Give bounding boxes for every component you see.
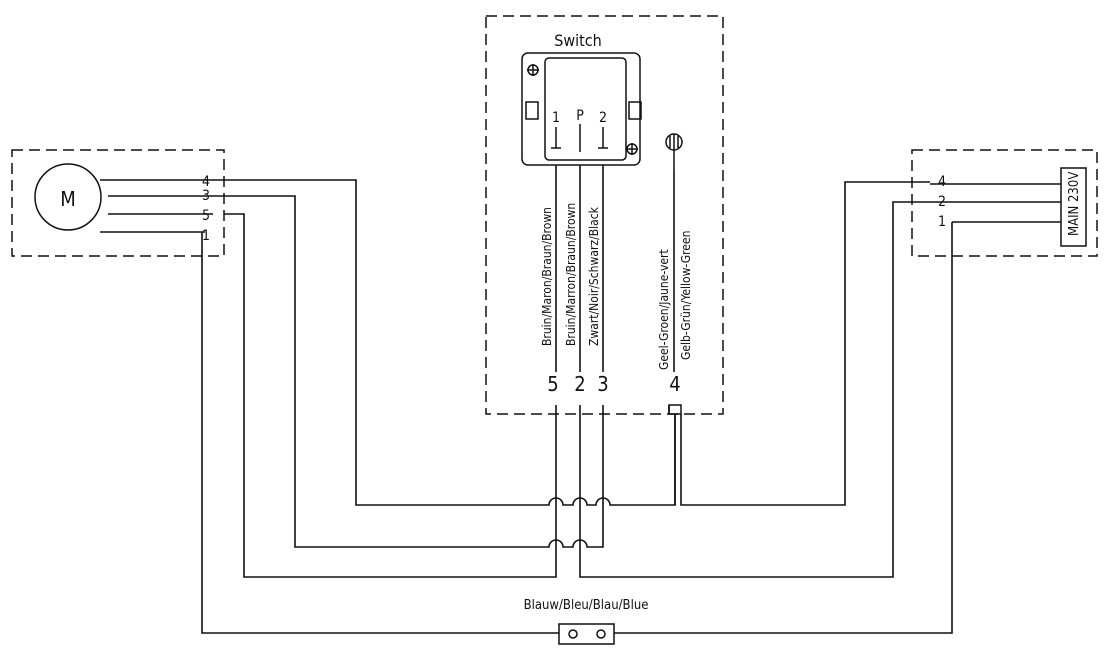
switch-body: [521, 52, 641, 166]
motor-symbol-label: M: [60, 187, 76, 211]
wire-label-black: Zwart/Noir/Schwarz/Black: [587, 206, 601, 346]
mains-label: MAIN 230V: [1067, 172, 1082, 236]
mains-terminal-4: 4: [938, 174, 946, 190]
wire-motor5-switch5: [224, 213, 557, 578]
blue-wire-connector: [558, 623, 615, 645]
switch-pin-1: 1: [552, 110, 560, 126]
mains-unit: MAIN 230V 4 2 1: [911, 149, 1098, 257]
switch-pin-p: P: [576, 108, 584, 124]
wire-switch2-mains2: [579, 201, 930, 578]
blue-wire-label: Blauw/Bleu/Blau/Blue: [524, 598, 649, 613]
switch-title: Switch: [554, 31, 602, 50]
wire-label-brown-a: Bruin/Maron/Braun/Brown: [540, 207, 554, 346]
connector-screw-icon: [596, 629, 606, 639]
wire-label-brown-b: Bruin/Marron/Braun/Brown: [564, 203, 578, 346]
wire-motor3-switch3: [213, 195, 604, 548]
motor-terminal-5: 5: [202, 208, 210, 224]
mains-block: [1060, 167, 1087, 247]
mains-terminal-2: 2: [938, 194, 946, 210]
motor-box: [11, 149, 225, 257]
wire-motor4-mains4: [213, 179, 930, 506]
switch-unit: Switch 1 P 2: [485, 15, 724, 415]
motor-terminal-4: 4: [202, 174, 210, 190]
external-wiring: Blauw/Bleu/Blau/Blue: [201, 179, 953, 645]
switch-box: [485, 15, 724, 415]
connector-screw-icon: [568, 629, 578, 639]
mains-terminal-1: 1: [938, 214, 946, 230]
earth-lug: [668, 404, 682, 415]
connector-number-5: 5: [547, 372, 558, 396]
mains-box: [911, 149, 1098, 257]
wire-label-green-nl-fr: Geel-Groen/Jaune-vert: [657, 249, 671, 370]
connector-number-3: 3: [597, 372, 608, 396]
connector-number-4: 4: [669, 372, 680, 396]
switch-pin-2: 2: [599, 110, 607, 126]
motor-symbol: [34, 163, 102, 231]
wire-label-green-de-en: Gelb-Grün/Yellow-Green: [679, 231, 693, 360]
motor-terminal-3: 3: [202, 188, 210, 204]
connector-number-2: 2: [574, 372, 585, 396]
wire-blue: [201, 222, 953, 634]
earth-ground-icon: [665, 133, 683, 170]
motor-terminal-1: 1: [202, 228, 210, 244]
motor-unit: M 4 3 5 1: [11, 149, 225, 257]
